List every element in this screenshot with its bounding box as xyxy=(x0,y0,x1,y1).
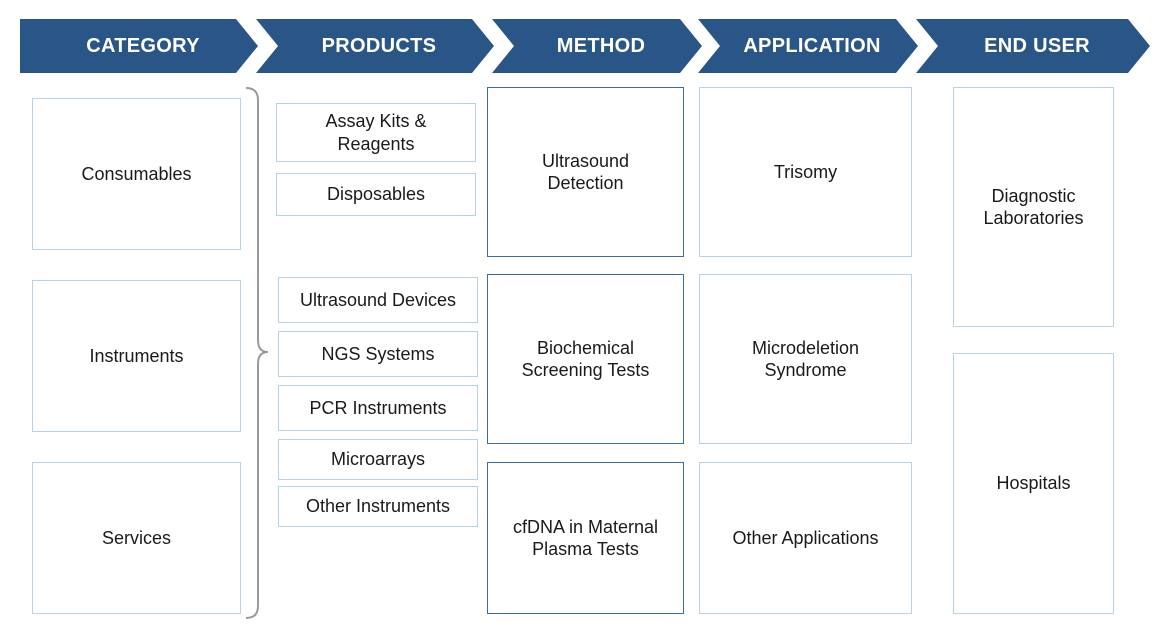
end-user-diagnostic-labs: Diagnostic Laboratories xyxy=(953,87,1114,327)
product-other-instruments: Other Instruments xyxy=(278,486,478,527)
method-label: Ultrasound Detection xyxy=(541,150,630,194)
product-ultrasound-devices: Ultrasound Devices xyxy=(278,277,478,323)
header-category-label: CATEGORY xyxy=(86,34,200,57)
product-pcr-instruments: PCR Instruments xyxy=(278,385,478,431)
category-instruments: Instruments xyxy=(32,280,241,432)
header-end-user-label: END USER xyxy=(984,34,1090,57)
method-label: Biochemical Screening Tests xyxy=(521,337,650,381)
product-disposables: Disposables xyxy=(276,173,476,216)
header-products-label: PRODUCTS xyxy=(321,34,437,57)
end-user-label: Diagnostic Laboratories xyxy=(983,185,1084,229)
category-label: Services xyxy=(101,527,172,548)
method-label: cfDNA in Maternal Plasma Tests xyxy=(512,516,659,560)
application-other: Other Applications xyxy=(699,462,912,614)
product-label: Assay Kits & Reagents xyxy=(325,111,427,154)
header-products: PRODUCTS xyxy=(256,19,494,73)
product-assay-kits: Assay Kits & Reagents xyxy=(276,103,476,162)
end-user-label: Hospitals xyxy=(996,473,1071,494)
application-trisomy: Trisomy xyxy=(699,87,912,257)
application-label: Microdeletion Syndrome xyxy=(751,337,860,381)
header-application-label: APPLICATION xyxy=(743,34,881,57)
method-cfdna: cfDNA in Maternal Plasma Tests xyxy=(487,462,684,614)
application-microdeletion: Microdeletion Syndrome xyxy=(699,274,912,444)
product-microarrays: Microarrays xyxy=(278,439,478,480)
product-label: Ultrasound Devices xyxy=(299,289,457,310)
method-ultrasound-detection: Ultrasound Detection xyxy=(487,87,684,257)
header-method: METHOD xyxy=(492,19,702,73)
category-services: Services xyxy=(32,462,241,614)
product-label: PCR Instruments xyxy=(309,397,447,418)
product-label: Other Instruments xyxy=(305,496,451,517)
category-label: Instruments xyxy=(89,345,184,366)
product-label: Microarrays xyxy=(330,449,425,470)
header-application: APPLICATION xyxy=(698,19,918,73)
category-label: Consumables xyxy=(81,163,192,184)
header-end-user: END USER xyxy=(916,19,1150,73)
product-label: Disposables xyxy=(326,184,426,205)
header-method-label: METHOD xyxy=(556,34,646,57)
end-user-hospitals: Hospitals xyxy=(953,353,1114,614)
product-ngs-systems: NGS Systems xyxy=(278,331,478,377)
application-label: Trisomy xyxy=(773,161,838,182)
product-label: NGS Systems xyxy=(321,343,435,364)
category-consumables: Consumables xyxy=(32,98,241,250)
application-label: Other Applications xyxy=(732,527,879,548)
header-category: CATEGORY xyxy=(20,19,258,73)
method-biochemical-screening: Biochemical Screening Tests xyxy=(487,274,684,444)
